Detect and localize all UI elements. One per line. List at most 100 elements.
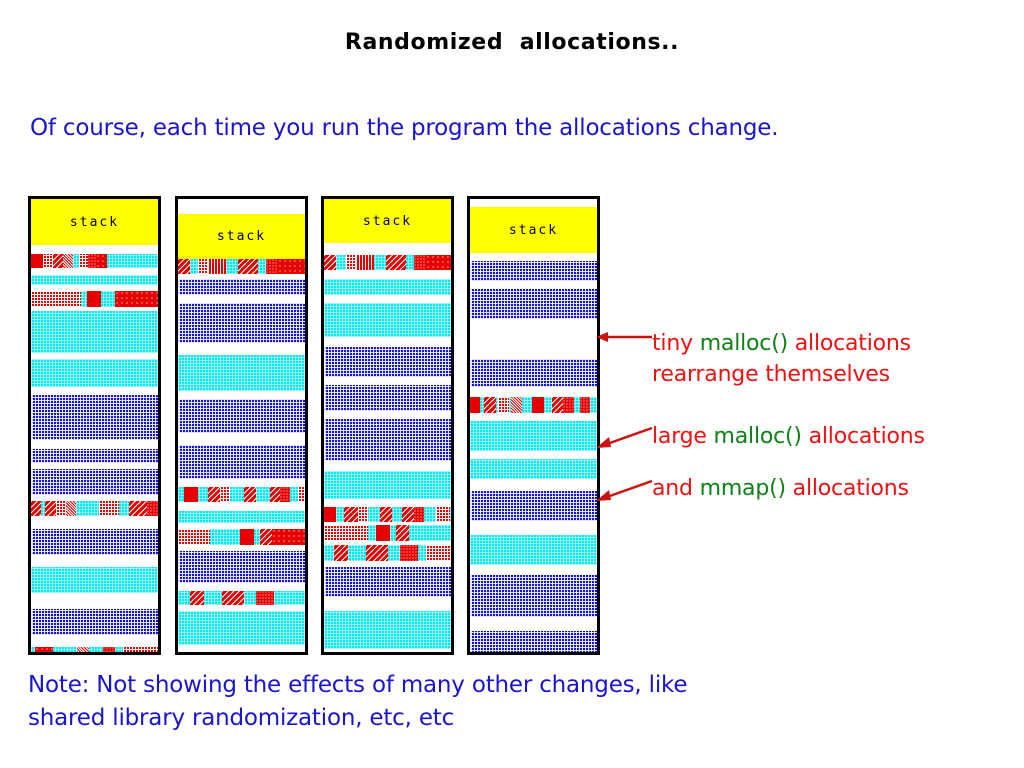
annotation-mmap: and mmap() allocations [652,476,909,501]
alloc-chunk [366,545,388,561]
alloc-chunk [147,501,158,516]
alloc-chunk [103,647,115,652]
alloc-chunk [324,255,336,270]
segment-blue-block [324,567,451,597]
alloc-chunk [99,501,119,516]
alloc-chunk [220,487,230,502]
alloc-chunk [77,647,89,652]
alloc-row [31,254,158,268]
arrow-tiny-malloc-icon [596,332,652,342]
alloc-chunk [115,291,158,307]
segment-blue-block [31,609,158,635]
annotation-keyword: malloc() [713,424,802,449]
alloc-chunk [272,529,305,545]
alloc-chunk [96,254,107,268]
segment-blue-block [470,491,597,521]
arrow-mmap-icon [596,479,653,501]
memory-column-2: stackprogram [175,196,308,655]
annotation-large-malloc: large malloc() allocations [652,424,925,449]
alloc-chunk [356,255,374,270]
segment-blue-block [324,385,451,411]
annotation-text: large [652,424,714,449]
segment-cyan-block [324,279,451,295]
alloc-chunk [280,487,290,502]
segment-cyan-block [178,511,305,523]
memory-column-4: stackprogram [467,196,600,655]
alloc-chunk [178,529,210,545]
alloc-chunk [198,259,208,274]
alloc-chunk [244,487,256,502]
alloc-chunk [498,397,509,413]
alloc-chunk [376,525,390,541]
alloc-chunk [56,501,66,516]
annotation-text: and [652,476,700,501]
alloc-chunk [334,545,348,561]
alloc-chunk [88,254,96,268]
alloc-chunk [426,255,451,270]
alloc-chunk [208,259,226,274]
alloc-chunk [45,501,56,516]
segment-cyan-block [324,611,451,649]
alloc-chunk [190,591,204,605]
segment-blue-block [31,529,158,555]
alloc-chunk [396,525,409,541]
alloc-row [178,591,305,605]
annotation-text: rearrange themselves [652,362,890,387]
annotation-text: allocations [801,424,925,449]
segment-cyan-block [324,303,451,337]
segment-cyan-block [31,567,158,593]
segment-cyan-block [470,535,597,565]
alloc-chunk [260,529,272,545]
alloc-chunk [580,397,590,413]
alloc-row [178,487,305,502]
annotation-keyword: mmap() [699,476,786,501]
alloc-row [178,259,305,274]
annotation-text: tiny [652,331,700,356]
alloc-chunk [31,254,43,268]
segment-blue-block [324,347,451,377]
alloc-row [324,525,451,541]
memory-column-1: stackprogram [28,196,161,655]
alloc-row [324,507,451,522]
alloc-chunk [484,397,496,413]
note-text-line-1: Note: Not showing the effects of many ot… [28,672,688,698]
segment-blue-block [470,261,597,281]
alloc-row [324,255,451,270]
alloc-chunk [511,397,522,413]
annotation-text: allocations [787,331,911,356]
segment-blue-block [324,419,451,461]
segment-blue-block [178,551,305,583]
note-text-line-2: shared library randomization, etc, etc [28,705,455,731]
alloc-chunk [43,254,53,268]
alloc-chunk [380,507,392,522]
annotation-text: allocations [785,476,909,501]
alloc-chunk [278,259,305,274]
arrow-large-malloc-icon [596,426,653,448]
page-title: Randomized allocations.. [344,30,680,55]
segment-blue-block [178,445,305,479]
alloc-chunk [386,255,406,270]
segment-blue-block [470,631,597,652]
annotation-tiny-malloc-line1: tiny malloc() allocations [652,331,911,356]
alloc-chunk [66,501,76,516]
alloc-chunk [240,529,254,545]
intro-text: Of course, each time you run the program… [30,115,779,141]
alloc-row [31,501,158,516]
alloc-chunk [35,647,53,652]
segment-cyan-block [470,421,597,451]
alloc-chunk [79,254,88,268]
alloc-chunk [129,501,147,516]
alloc-chunk [414,255,426,270]
alloc-chunk [31,501,41,516]
alloc-chunk [402,507,414,522]
segment-cyan-block [31,311,158,353]
segment-blue-block [31,395,158,440]
segment-stack: stack [324,199,451,243]
alloc-chunk [324,525,368,541]
segment-blue-block [31,469,158,495]
alloc-chunk [270,487,280,502]
alloc-chunk [31,291,81,307]
segment-blue-block [470,289,597,319]
segment-blue-block [470,575,597,617]
segment-cyan-block [178,611,305,645]
